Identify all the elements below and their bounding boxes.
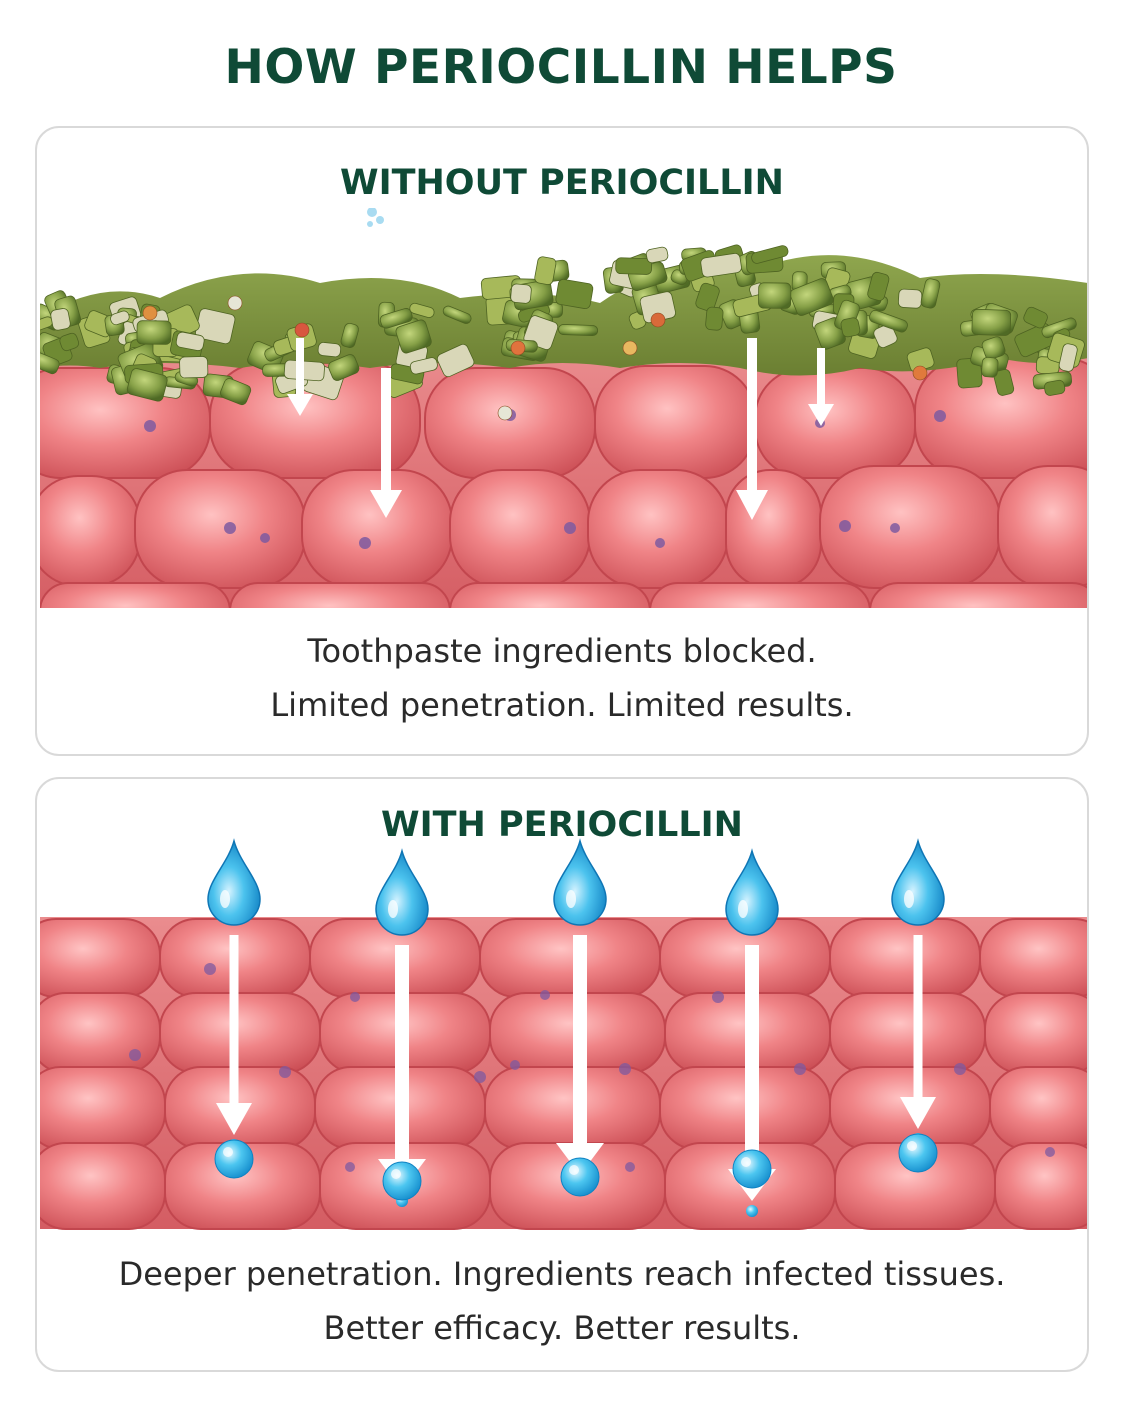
tissue-cells-row-3 bbox=[40, 582, 1087, 608]
bubble-icon bbox=[367, 208, 384, 227]
panel-with-periocillin: WITH PERIOCILLIN bbox=[35, 777, 1089, 1372]
blocked-arrows bbox=[287, 338, 834, 520]
long-arrow-1 bbox=[370, 368, 402, 518]
plaque-particles bbox=[40, 244, 1085, 421]
cell-nuclei bbox=[144, 409, 946, 549]
caption-line-2: Better efficacy. Better results. bbox=[323, 1309, 801, 1347]
tissue-cells-row-2 bbox=[40, 465, 1087, 589]
caption-line-1: Toothpaste ingredients blocked. bbox=[307, 632, 817, 670]
panel-without-periocillin: WITHOUT PERIOCILLIN bbox=[35, 126, 1089, 756]
active-ingredient-flow bbox=[207, 838, 945, 1217]
short-arrow-1 bbox=[287, 338, 313, 416]
panel-title-with: WITH PERIOCILLIN bbox=[381, 805, 743, 845]
caption-without: Toothpaste ingredients blocked. Limited … bbox=[37, 624, 1087, 732]
main-title: HOW PERIOCILLIN HELPS bbox=[224, 40, 898, 95]
caption-with: Deeper penetration. Ingredients reach in… bbox=[37, 1247, 1087, 1355]
blocked-penetration-illustration bbox=[40, 208, 1087, 608]
long-arrow-2 bbox=[736, 338, 768, 520]
panel-title-without: WITHOUT PERIOCILLIN bbox=[340, 163, 784, 203]
tissue-cells-grid bbox=[40, 918, 1087, 1230]
short-arrow-2 bbox=[808, 348, 834, 426]
caption-line-2: Limited penetration. Limited results. bbox=[270, 686, 854, 724]
deep-penetration-illustration bbox=[40, 838, 1087, 1230]
caption-line-1: Deeper penetration. Ingredients reach in… bbox=[118, 1255, 1006, 1293]
cell-nuclei bbox=[129, 963, 1055, 1172]
